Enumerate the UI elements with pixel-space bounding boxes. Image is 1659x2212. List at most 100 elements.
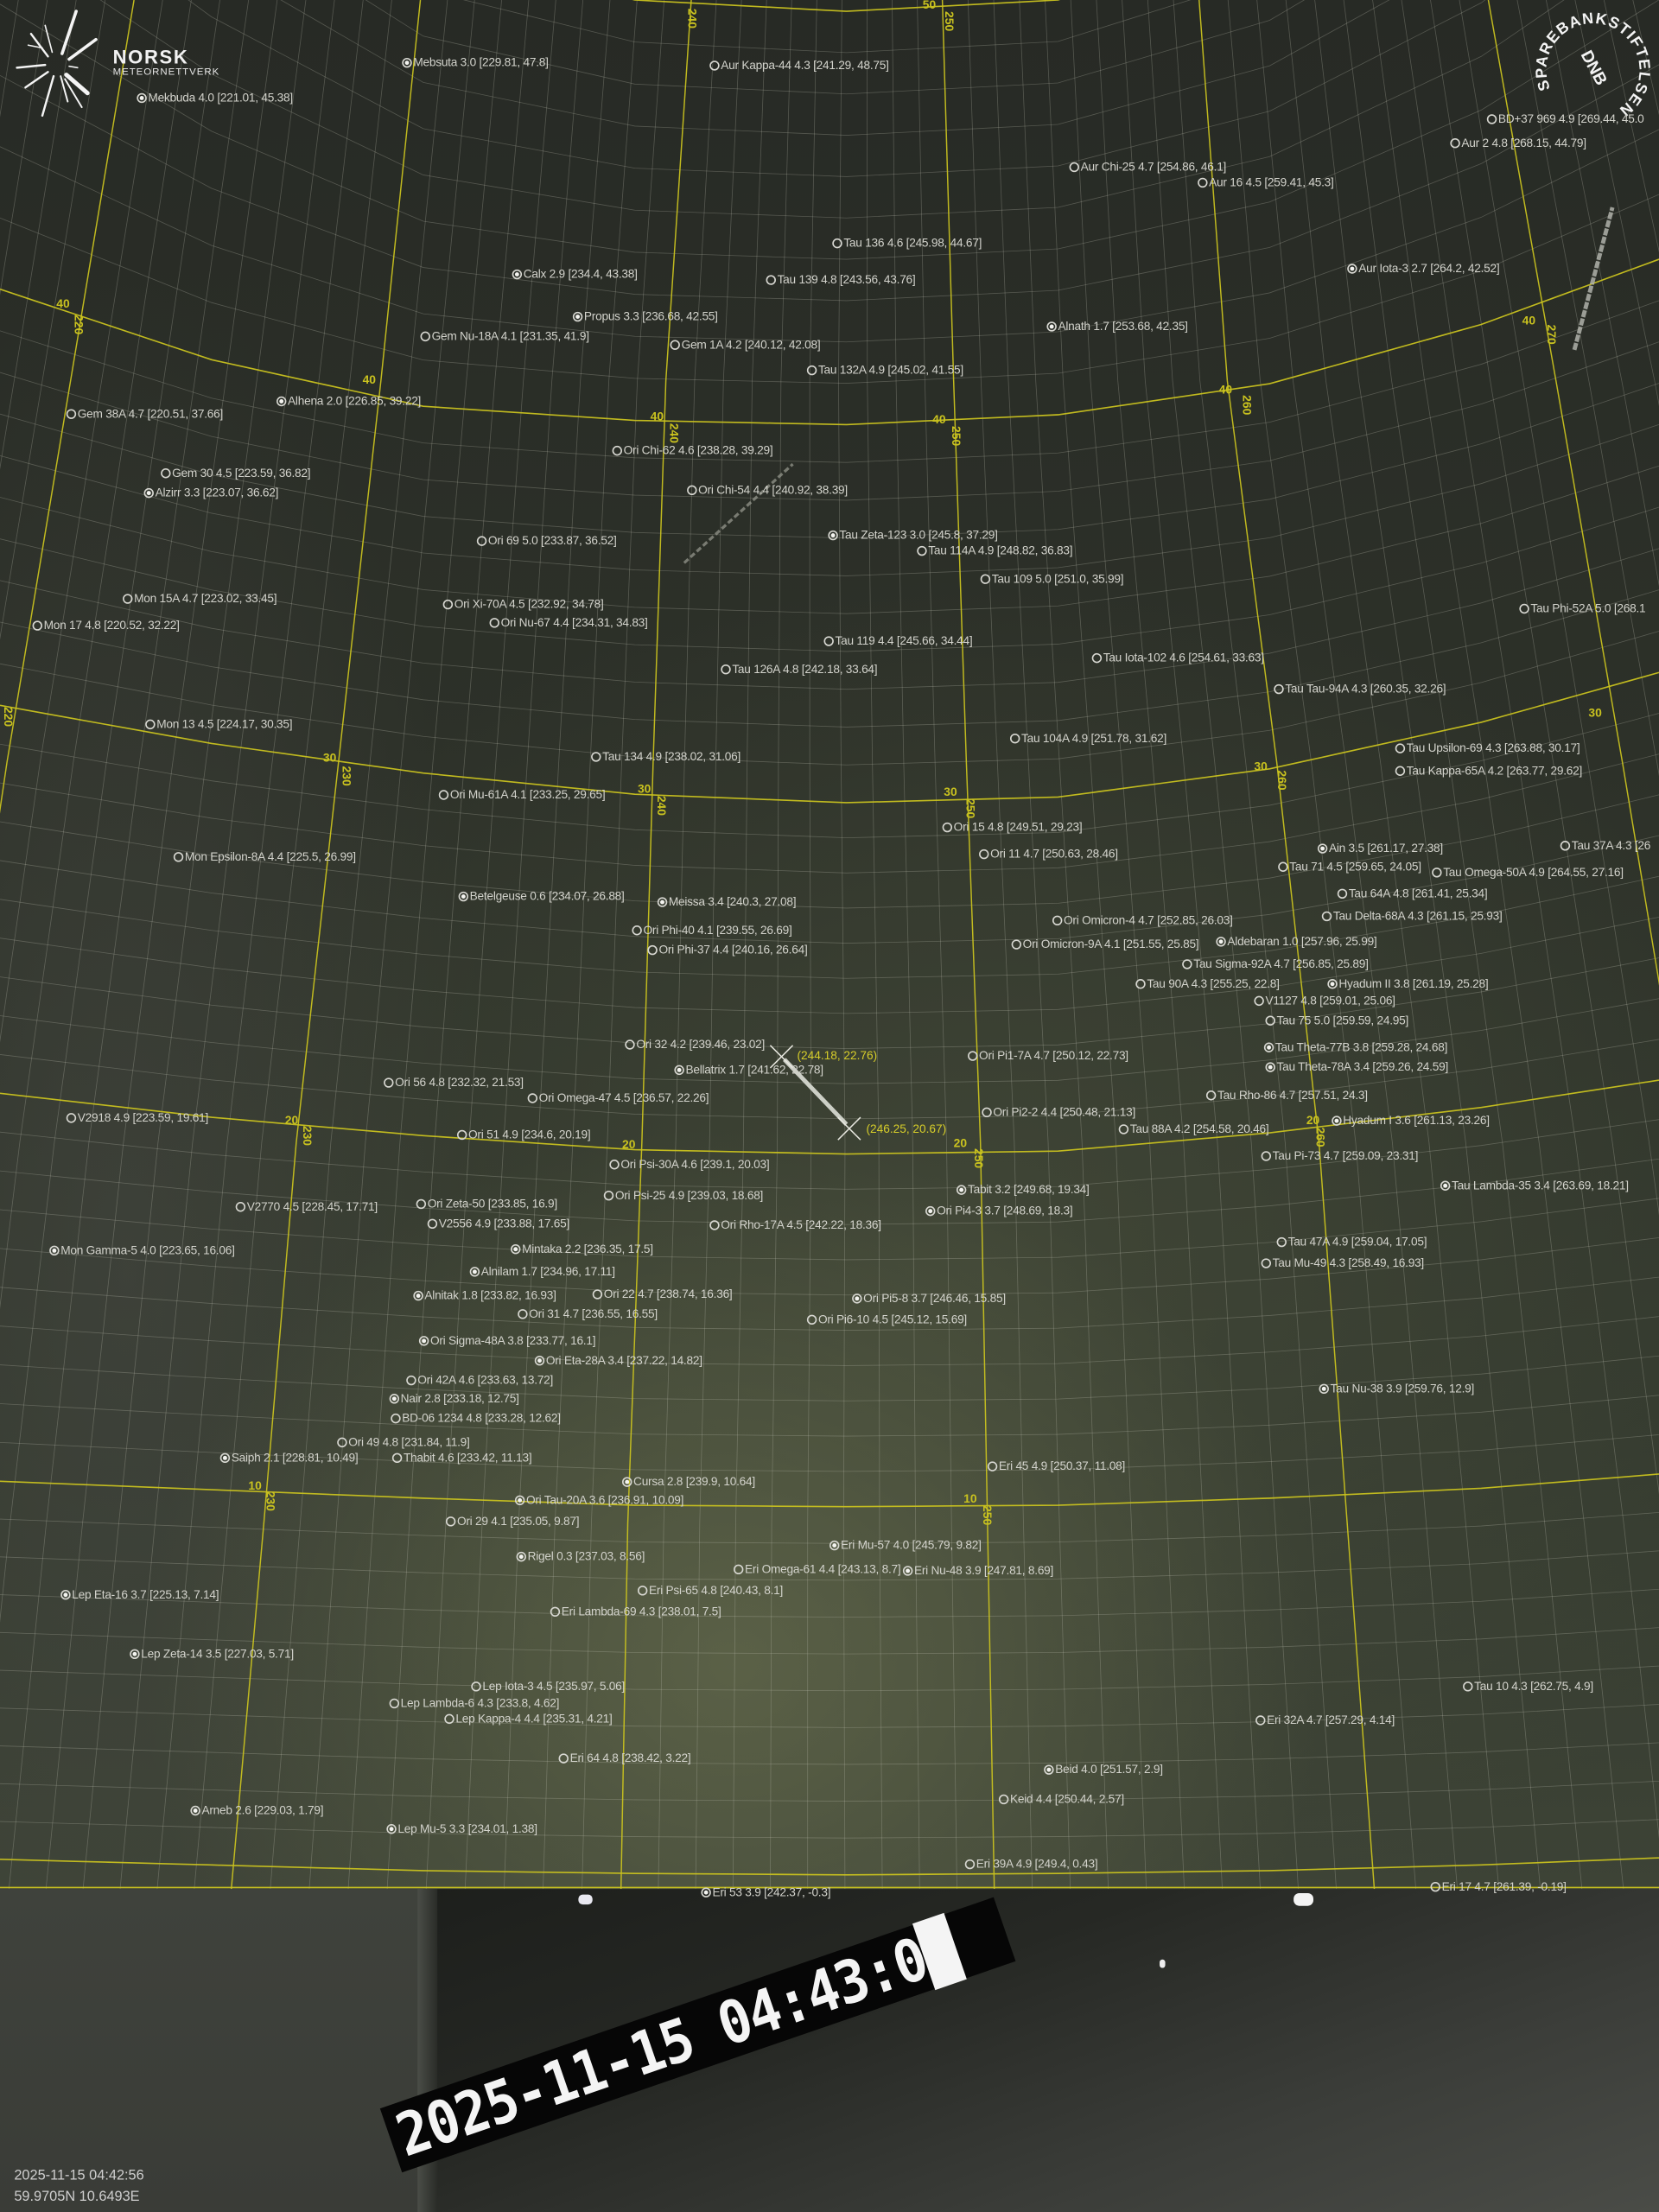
- ra-grid-label: 240: [667, 423, 682, 443]
- star-marker-icon: [276, 395, 287, 406]
- star-label: Mebsuta 3.0 [229.81, 47.8]: [402, 54, 549, 69]
- star-label: Eri 32A 4.7 [257.29, 4.14]: [1255, 1713, 1395, 1726]
- star-marker-icon: [609, 1159, 620, 1169]
- dec-grid-label: 40: [1218, 382, 1233, 397]
- star-name: Aur Kappa-44 4.3 [241.29, 48.75]: [721, 57, 889, 73]
- dec-minor-gridline: [0, 875, 1659, 979]
- star-marker-icon: [1205, 1090, 1217, 1100]
- dec-minor-gridline: [0, 713, 1659, 839]
- dec-minor-gridline: [0, 300, 1659, 463]
- star-name: Ori Phi-40 4.1 [239.55, 26.69]: [643, 922, 792, 938]
- star-name: Tau 136 4.6 [245.98, 44.67]: [843, 235, 982, 250]
- star-name: Ori 51 4.9 [234.6, 20.19]: [468, 1127, 591, 1141]
- star-marker-icon: [1332, 1115, 1342, 1126]
- star-label: Meissa 3.4 [240.3, 27.08]: [657, 894, 797, 909]
- star-marker-icon: [60, 1589, 71, 1599]
- meteor-end-marker-icon: [837, 1116, 861, 1141]
- star-marker-icon: [438, 789, 449, 799]
- star-marker-icon: [456, 1128, 467, 1140]
- star-label: Tau Zeta-123 3.0 [245.8, 37.29]: [828, 528, 998, 542]
- star-marker-icon: [1278, 861, 1288, 872]
- star-marker-icon: [1009, 733, 1020, 743]
- star-marker-icon: [123, 593, 133, 603]
- star-label: Tau 88A 4.2 [254.58, 20.46]: [1118, 1122, 1269, 1135]
- dec-minor-gridline: [0, 1119, 1659, 1190]
- dec-minor-gridline: [0, 957, 1659, 1049]
- star-label: BD+37 969 4.9 [269.44, 45.0: [1486, 111, 1644, 125]
- ra-minor-gridline: [1285, 0, 1500, 1890]
- star-label: Betelgeuse 0.6 [234.07, 26.88]: [458, 888, 625, 903]
- star-name: Betelgeuse 0.6 [234.07, 26.88]: [469, 888, 625, 903]
- star-marker-icon: [458, 891, 469, 901]
- ra-grid-label: 230: [264, 1491, 278, 1511]
- star-name: Tabit 3.2 [249.68, 19.34]: [968, 1182, 1090, 1197]
- star-label: Ori Chi-62 4.6 [238.28, 39.29]: [612, 442, 773, 457]
- star-name: Tau 132A 4.9 [245.02, 41.55]: [817, 362, 963, 377]
- footer-location: 59.9705N 10.6493E: [14, 2189, 140, 2205]
- star-name: Tau Kappa-65A 4.2 [263.77, 29.62]: [1406, 763, 1583, 778]
- star-name: Meissa 3.4 [240.3, 27.08]: [668, 894, 797, 909]
- star-name: Mintaka 2.2 [236.35, 17.5]: [522, 1241, 653, 1256]
- star-name: Tau Nu-38 3.9 [259.76, 12.9]: [1330, 1381, 1475, 1395]
- star-label: Eri Mu-57 4.0 [245.79, 9.82]: [829, 1538, 982, 1552]
- dec-minor-gridline: [0, 423, 1659, 576]
- dec-grid-label: 30: [322, 750, 337, 765]
- star-marker-icon: [979, 849, 989, 859]
- star-label: Tau 10 4.3 [262.75, 4.9]: [1463, 1679, 1593, 1693]
- star-marker-icon: [1046, 321, 1057, 331]
- star-name: Mebsuta 3.0 [229.81, 47.8]: [413, 54, 549, 69]
- dec-minor-gridline: [0, 1433, 1659, 1472]
- star-name: Ori 15 4.8 [249.51, 29.23]: [953, 819, 1083, 834]
- star-marker-icon: [384, 1077, 394, 1087]
- dec-minor-gridline: [0, 1039, 1659, 1120]
- star-name: Lep Mu-5 3.3 [234.01, 1.38]: [397, 1821, 537, 1836]
- light-spot: [578, 1894, 593, 1905]
- star-name: Tau Lambda-35 3.4 [263.69, 18.21]: [1451, 1178, 1629, 1192]
- star-name: Ori Chi-62 4.6 [238.28, 39.29]: [623, 442, 773, 457]
- ra-minor-gridline: [993, 0, 1071, 1890]
- star-label: Beid 4.0 [251.57, 2.9]: [1044, 1762, 1163, 1777]
- star-marker-icon: [998, 1793, 1009, 1804]
- star-marker-icon: [1118, 1123, 1129, 1134]
- star-name: Ori Omega-47 4.5 [236.57, 22.26]: [538, 1090, 709, 1105]
- dec-minor-gridline: [0, 194, 1659, 385]
- star-name: Tau 10 4.3 [262.75, 4.9]: [1474, 1678, 1593, 1694]
- star-marker-icon: [235, 1201, 246, 1211]
- star-marker-icon: [471, 1681, 481, 1691]
- star-name: Keid 4.4 [250.44, 2.57]: [1009, 1791, 1124, 1806]
- star-name: Ori Chi-54 4.4 [240.92, 38.39]: [698, 482, 848, 497]
- star-marker-icon: [823, 635, 834, 645]
- star-label: Tau Upsilon-69 4.3 [263.88, 30.17]: [1395, 741, 1580, 754]
- star-name: Ori Eta-28A 3.4 [237.22, 14.82]: [545, 1352, 702, 1368]
- star-label: Tau 132A 4.9 [245.02, 41.55]: [806, 362, 963, 377]
- dec-grid-label: 20: [1306, 1113, 1320, 1128]
- star-name: Ori Zeta-50 [233.85, 16.9]: [427, 1196, 557, 1211]
- star-marker-icon: [1265, 1014, 1275, 1026]
- star-name: Tau Theta-77B 3.8 [259.28, 24.68]: [1274, 1039, 1448, 1054]
- star-label: Mon Epsilon-8A 4.4 [225.5, 26.99]: [173, 849, 356, 863]
- star-name: Tau Tau-94A 4.3 [260.35, 32.26]: [1285, 681, 1446, 696]
- ra-major-gridline: [941, 0, 995, 1890]
- dec-grid-label: 40: [1522, 313, 1536, 327]
- dec-grid-label: 20: [622, 1136, 636, 1152]
- star-marker-icon: [427, 1217, 438, 1229]
- ra-minor-gridline: [464, 0, 584, 1890]
- ra-minor-gridline: [917, 0, 957, 1890]
- star-marker-icon: [622, 1476, 632, 1486]
- star-name: Ori 22 4.7 [238.74, 16.36]: [603, 1286, 733, 1301]
- star-marker-icon: [143, 487, 154, 498]
- star-marker-icon: [1337, 887, 1348, 899]
- star-label: Tau 37A 4.3 [26: [1560, 838, 1650, 852]
- star-marker-icon: [591, 751, 601, 761]
- star-marker-icon: [445, 1516, 456, 1526]
- star-label: Tau 64A 4.8 [261.41, 25.34]: [1337, 886, 1488, 900]
- star-name: Tau Mu-49 4.3 [258.49, 16.93]: [1272, 1255, 1425, 1270]
- ra-minor-gridline: [807, 0, 817, 1890]
- star-marker-icon: [402, 57, 412, 67]
- ra-minor-gridline: [867, 0, 883, 1890]
- ra-minor-gridline: [1372, 0, 1624, 1890]
- star-name: Aur 16 4.5 [259.41, 45.3]: [1209, 175, 1334, 189]
- star-label: Eri 45 4.9 [250.37, 11.08]: [987, 1459, 1125, 1472]
- star-marker-icon: [637, 1585, 648, 1595]
- star-label: V2918 4.9 [223.59, 19.61]: [66, 1110, 208, 1124]
